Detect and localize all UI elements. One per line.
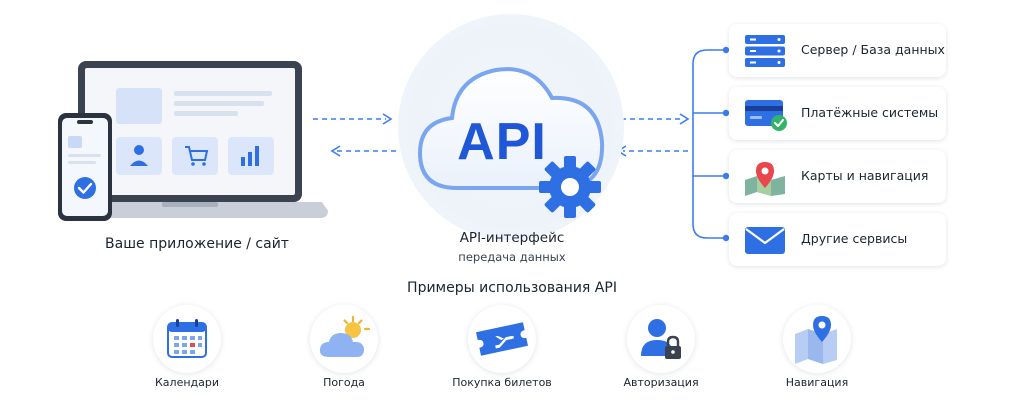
gear-icon xyxy=(539,156,601,218)
example-tickets xyxy=(468,305,536,373)
service-card-maps: Карты и навигация xyxy=(729,150,946,203)
server-icon xyxy=(745,35,785,67)
example-label: Навигация xyxy=(785,376,849,389)
example-auth xyxy=(627,305,695,373)
service-label: Платёжные системы xyxy=(801,105,939,120)
laptop-illustration xyxy=(60,61,328,218)
example-label: Календари xyxy=(154,376,220,389)
calendar-icon xyxy=(167,319,207,358)
service-label: Карты и навигация xyxy=(801,168,929,183)
payment-card-icon xyxy=(745,100,787,131)
service-card-payments: Платёжные системы xyxy=(729,87,946,140)
example-label: Авторизация xyxy=(623,376,699,389)
example-label: Погода xyxy=(323,376,365,389)
api-subtitle: передача данных xyxy=(458,250,566,264)
service-card-server: Сервер / База данных xyxy=(729,24,946,77)
map-icon xyxy=(795,316,837,364)
example-label: Покупка билетов xyxy=(452,376,552,389)
user-lock-icon xyxy=(641,319,681,359)
examples-title: Примеры использования API xyxy=(407,280,617,296)
app-label: Ваше приложение / сайт xyxy=(105,236,289,252)
service-label: Другие сервисы xyxy=(801,231,908,246)
example-navigation xyxy=(783,305,851,373)
ticket-icon xyxy=(476,322,528,356)
service-label: Сервер / База данных xyxy=(801,42,945,57)
example-weather xyxy=(310,305,378,373)
mail-icon xyxy=(745,227,785,254)
api-title: API-интерфейс xyxy=(459,230,565,246)
example-calendar xyxy=(153,305,221,373)
map-pin-icon xyxy=(745,162,785,196)
weather-icon xyxy=(319,315,371,357)
cloud-icon xyxy=(417,67,605,190)
api-badge: API xyxy=(457,113,547,171)
service-card-other: Другие сервисы xyxy=(729,213,946,266)
phone-illustration xyxy=(58,113,112,221)
